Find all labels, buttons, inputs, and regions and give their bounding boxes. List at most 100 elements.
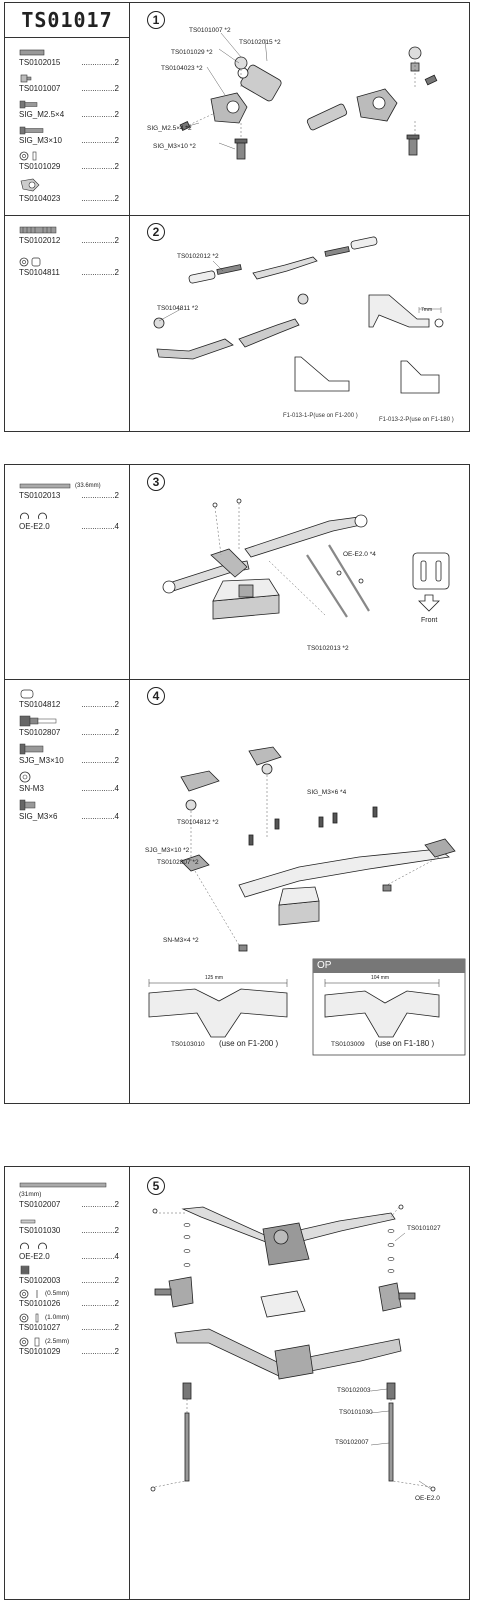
part-item: TS0101029...............2 bbox=[19, 151, 127, 172]
part-item: (2.5mm) TS0101029...............2 bbox=[19, 1337, 119, 1356]
plate-usage: (use on F1-180 ) bbox=[375, 1039, 435, 1048]
part-item: (0.5mm) TS0101026...............2 bbox=[19, 1289, 119, 1308]
part-item: SIG_M2.5×4...............2 bbox=[19, 99, 127, 120]
row-divider bbox=[129, 679, 469, 680]
screw-icon bbox=[19, 743, 44, 755]
part-number-title: TS01017 bbox=[5, 3, 129, 38]
row-divider bbox=[129, 215, 469, 216]
long-pin-icon bbox=[19, 1182, 107, 1188]
callout-label: TS0104023 *2 bbox=[161, 65, 203, 72]
step-number-5: 5 bbox=[147, 1177, 165, 1195]
callout-label: SIG_M2.5×4 *2 bbox=[147, 125, 192, 132]
callout-label: SIG_M3×6 *4 bbox=[307, 789, 347, 796]
e-clip-icon bbox=[20, 512, 47, 520]
bushing-icon bbox=[20, 689, 34, 699]
ball-end-icon bbox=[19, 257, 41, 267]
diagram-area-3-4: 3 bbox=[129, 465, 469, 1103]
thickness-note: (0.5mm) bbox=[45, 1290, 70, 1297]
part-item: (31mm) TS0102007...............2 bbox=[19, 1181, 127, 1210]
callout-label: TS0104812 *2 bbox=[177, 819, 219, 826]
knuckle-icon bbox=[20, 178, 40, 192]
callout-label: TS0102013 *2 bbox=[307, 645, 349, 652]
step-1-exploded-diagram bbox=[179, 32, 438, 160]
length-note: (31mm) bbox=[19, 1191, 42, 1198]
part-item: TS0101007...............2 bbox=[19, 73, 127, 94]
step-number-3: 3 bbox=[147, 473, 165, 491]
dimension-label: 7mm bbox=[421, 307, 433, 313]
part-item: TS0101030...............2 bbox=[19, 1217, 127, 1236]
callout-label: TS0101027 bbox=[407, 1225, 441, 1232]
screw-icon bbox=[19, 100, 38, 109]
part-item: TS0102003...............2 bbox=[19, 1265, 127, 1286]
washer-icon bbox=[19, 1337, 40, 1347]
part-item: SN-M3...............4 bbox=[19, 771, 127, 794]
callout-label: TS0102807 *2 bbox=[157, 859, 199, 866]
callout-label: TS0101030 bbox=[339, 1409, 373, 1416]
callout-label: OE-E2.0 *4 bbox=[343, 551, 376, 558]
plate-code: TS0103009 bbox=[331, 1041, 365, 1048]
step-3-exploded-diagram bbox=[162, 498, 450, 620]
dimension-label: 104 mm bbox=[371, 975, 390, 981]
step-number-1: 1 bbox=[147, 11, 165, 29]
diagram-area-5: 5 bbox=[129, 1167, 469, 1599]
diagram-area-1-2: 1 bbox=[129, 3, 469, 431]
callout-label: TS0102003 bbox=[337, 1387, 371, 1394]
front-label: Front bbox=[421, 617, 438, 624]
callout-label: TS0102007 bbox=[335, 1439, 369, 1446]
part-item: TS0102807...............2 bbox=[19, 715, 127, 738]
step-5-exploded-diagram bbox=[150, 1204, 436, 1492]
long-pin-icon bbox=[19, 483, 71, 489]
e-clip-icon bbox=[20, 1242, 47, 1250]
step-number-2: 2 bbox=[147, 223, 165, 241]
shoulder-bolt-icon bbox=[19, 715, 57, 727]
part-item: (1.0mm) TS0101027...............2 bbox=[19, 1313, 119, 1332]
parts-column-1-2: TS01017 TS0102015...............2 TS0101… bbox=[5, 3, 130, 431]
part-note: F1-013-2-P(use on F1-180 ) bbox=[379, 417, 454, 423]
callout-label: TS0102015 *2 bbox=[239, 39, 281, 46]
nut-icon bbox=[19, 771, 31, 783]
panel-step-5: (31mm) TS0102007...............2 TS01010… bbox=[4, 1166, 470, 1600]
turnbuckle-icon bbox=[19, 226, 57, 234]
callout-label: TS0102012 *2 bbox=[177, 253, 219, 260]
ball-stud-icon bbox=[20, 74, 32, 83]
callout-label: SN-M3×4 *2 bbox=[163, 937, 199, 944]
callout-label: SIG_M3×10 *2 bbox=[153, 143, 196, 150]
callout-label: OE-E2.0 bbox=[415, 1495, 440, 1502]
shim-icon bbox=[20, 1219, 36, 1224]
dimension-label: 125 mm bbox=[205, 975, 224, 981]
part-item: OE-E2.0...............4 bbox=[19, 1241, 127, 1262]
pin-icon bbox=[19, 49, 45, 56]
length-note: (33.6mm) bbox=[75, 483, 101, 489]
panel-steps-3-4: (33.6mm) TS0102013...............2 OE-E2… bbox=[4, 464, 470, 1104]
callout-label: SJG_M3×10 *2 bbox=[145, 847, 190, 854]
part-item: SJG_M3×10...............2 bbox=[19, 743, 127, 766]
part-item: TS0104811...............2 bbox=[19, 257, 127, 278]
thickness-note: (1.0mm) bbox=[45, 1314, 70, 1321]
callout-label: TS0101029 *2 bbox=[171, 49, 213, 56]
parts-column-5: (31mm) TS0102007...............2 TS01010… bbox=[5, 1167, 130, 1599]
washer-icon bbox=[19, 1313, 39, 1323]
part-item: TS0104023...............2 bbox=[19, 177, 127, 204]
panel-steps-1-2: TS01017 TS0102015...............2 TS0101… bbox=[4, 2, 470, 432]
part-item: TS0102015...............2 bbox=[19, 47, 127, 68]
row-divider bbox=[5, 679, 129, 680]
plate-code: TS0103010 bbox=[171, 1041, 205, 1048]
step-2-exploded-diagram bbox=[153, 236, 444, 394]
callout-label: TS0101007 *2 bbox=[189, 27, 231, 34]
washer-icon bbox=[19, 1289, 38, 1299]
part-note: F1-013-1-P(use on F1-200 ) bbox=[283, 413, 358, 419]
option-badge: OP bbox=[317, 960, 332, 971]
row-divider bbox=[5, 215, 129, 216]
parts-column-3-4: (33.6mm) TS0102013...............2 OE-E2… bbox=[5, 465, 130, 1103]
part-item: SIG_M3×10...............2 bbox=[19, 125, 127, 146]
part-item: TS0102012...............2 bbox=[19, 225, 127, 246]
part-item: OE-E2.0...............4 bbox=[19, 511, 127, 532]
spring-icon bbox=[20, 1265, 30, 1275]
screw-icon bbox=[19, 126, 44, 135]
thickness-note: (2.5mm) bbox=[45, 1338, 70, 1345]
part-item: (33.6mm) TS0102013...............2 bbox=[19, 483, 119, 500]
part-item: TS0104812...............2 bbox=[19, 689, 127, 710]
screw-icon bbox=[19, 799, 36, 811]
step-4-exploded-diagram bbox=[148, 746, 466, 1056]
part-item: SIG_M3×6...............4 bbox=[19, 799, 127, 822]
